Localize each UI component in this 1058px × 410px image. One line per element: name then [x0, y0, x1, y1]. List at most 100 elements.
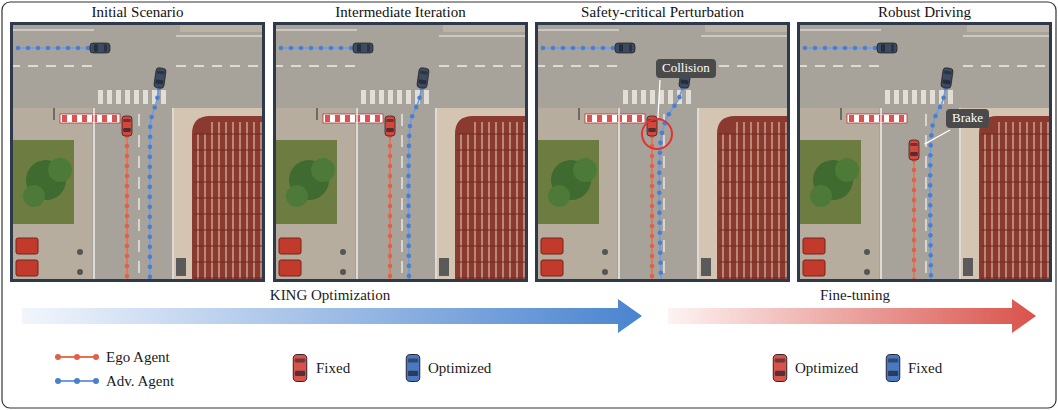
barrier-stripe — [859, 115, 864, 122]
trajectory-dot — [929, 273, 934, 278]
barrier-stripe — [62, 115, 67, 122]
lane-marking — [273, 65, 357, 67]
crosswalk-stripe — [894, 90, 899, 104]
building-stripe — [719, 198, 790, 199]
building — [455, 116, 528, 282]
trajectory-dot — [16, 46, 21, 51]
trajectory-dot — [650, 264, 655, 269]
building-stripe — [457, 262, 528, 263]
trajectory-dot — [650, 184, 655, 189]
building-stripe — [719, 278, 790, 279]
car-window — [157, 71, 165, 75]
car-icon — [122, 116, 132, 136]
scene-illustration — [797, 22, 1052, 282]
trajectory-dot — [125, 274, 130, 279]
trajectory-dot — [125, 144, 130, 149]
trajectory-dot — [86, 46, 91, 51]
trajectory-dot — [912, 188, 917, 193]
building-stripe — [194, 182, 265, 183]
trajectory-dot — [912, 208, 917, 213]
trajectory-dot — [813, 46, 818, 51]
trajectory-dot — [928, 143, 933, 148]
car-window — [408, 359, 418, 363]
trajectory-dot — [56, 46, 61, 51]
building-stripe — [523, 122, 525, 282]
building-stripe — [194, 214, 265, 215]
car-icon — [353, 43, 373, 53]
trajectory-dot — [147, 165, 152, 170]
sidewalk — [797, 108, 879, 282]
legend-dot — [55, 354, 61, 360]
trajectory-dot — [388, 234, 393, 239]
trajectory-dot — [417, 95, 422, 100]
building-stripe — [743, 122, 745, 282]
building-stripe — [474, 122, 476, 282]
trajectory-dot — [149, 115, 154, 120]
trajectory-dot — [658, 240, 663, 245]
building-stripe — [197, 134, 199, 282]
car-window — [104, 44, 107, 52]
trajectory-dot — [147, 175, 152, 180]
car-icon — [615, 43, 635, 53]
lane-marking — [535, 30, 619, 31]
trajectory-dot — [406, 164, 411, 169]
road-barrier — [847, 114, 907, 123]
legend-car-sample — [773, 355, 787, 382]
building-stripe — [778, 122, 780, 282]
crosswalk-stripe — [930, 90, 935, 104]
trajectory-dot — [339, 46, 344, 51]
trajectory-dot — [125, 174, 130, 179]
trajectory-dot — [147, 205, 152, 210]
trajectory-dot — [147, 195, 152, 200]
barrier-stripe — [899, 115, 904, 122]
trajectory-dot — [581, 46, 586, 51]
finetuning-arrow — [668, 299, 1036, 333]
trajectory-dot — [658, 260, 663, 265]
car-window — [881, 44, 885, 52]
car-window — [386, 128, 394, 132]
trajectory-dot — [125, 234, 130, 239]
street-box — [701, 258, 711, 276]
sidewalk — [961, 108, 1052, 282]
trajectory-dot — [309, 46, 314, 51]
bush — [286, 185, 308, 207]
car-window — [775, 371, 785, 376]
crosswalk-stripe — [161, 90, 166, 104]
trajectory-dot — [279, 46, 284, 51]
sign-pole — [578, 108, 580, 120]
sign-pole — [316, 108, 318, 120]
barrier-stripe — [587, 115, 592, 122]
car-icon — [293, 355, 307, 382]
scene-panel: Initial Scenario — [10, 22, 265, 282]
bollard — [340, 269, 346, 275]
building-stripe — [194, 278, 265, 279]
building-stripe — [246, 122, 248, 282]
sidewalk — [437, 108, 528, 282]
road-edge — [435, 108, 437, 282]
trajectory-dot — [928, 233, 933, 238]
callout-label: Brake — [946, 109, 989, 128]
car-window — [942, 79, 950, 84]
car-window — [910, 143, 918, 146]
barrier-stripe — [849, 115, 854, 122]
callout-label: Collision — [656, 59, 716, 78]
trajectory-dot — [148, 235, 153, 240]
trajectory-dot — [406, 184, 411, 189]
scene-clip — [797, 22, 1052, 282]
trajectory-dot — [46, 46, 51, 51]
building-stripe — [218, 122, 220, 282]
car-body — [353, 43, 373, 53]
trajectory-dot — [672, 104, 677, 109]
lane-marking — [10, 65, 94, 67]
grass — [273, 140, 337, 224]
stage-label: Fine-tuning — [820, 286, 890, 304]
legend-text: Optimized — [795, 359, 858, 377]
bollard — [602, 249, 608, 255]
crosswalk-stripe — [948, 90, 953, 104]
trajectory-dot — [388, 244, 393, 249]
building-stripe — [981, 262, 1052, 263]
trajectory-dot — [571, 46, 576, 51]
trajectory-dot — [125, 164, 130, 169]
car-window — [420, 71, 428, 75]
crosswalk-stripe — [361, 90, 366, 104]
